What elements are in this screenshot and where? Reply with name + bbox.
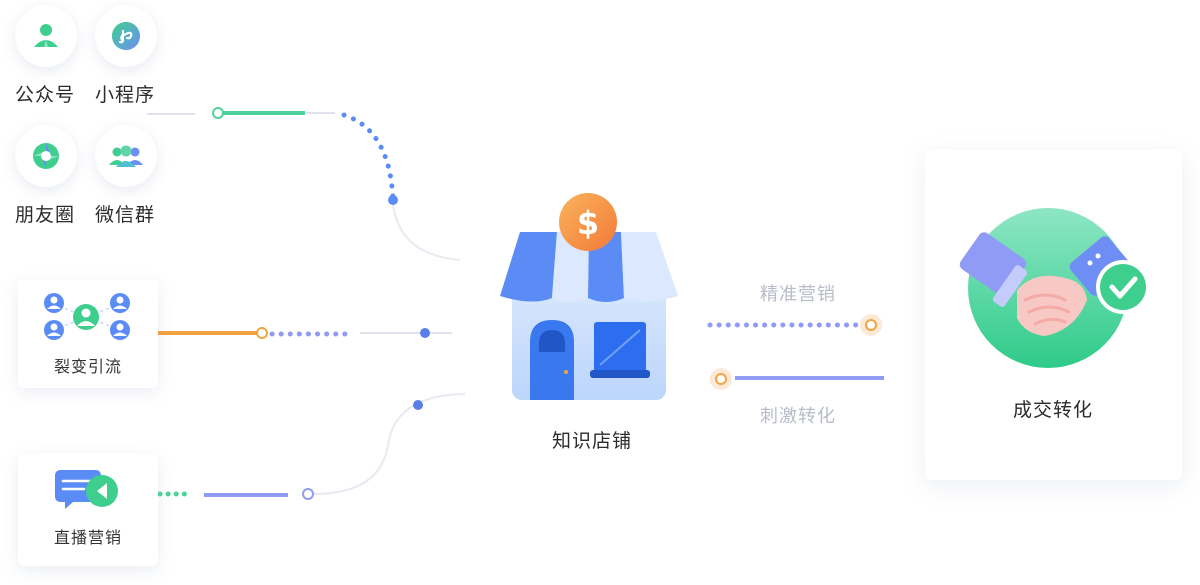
live-label: 直播营销: [53, 528, 122, 547]
connector-top-node: [212, 107, 224, 119]
store-label: 知识店铺: [551, 430, 632, 452]
mini-program-icon[interactable]: [95, 5, 157, 67]
svg-text:$: $: [577, 204, 599, 242]
live-card[interactable]: 直播营销: [18, 454, 158, 566]
connector-top-curve: [392, 204, 461, 261]
connector-bot-curve: [313, 393, 466, 495]
wechat-group-icon[interactable]: [95, 125, 157, 187]
connector-top-blue-node: [388, 195, 398, 205]
connector-bot-blue-node: [413, 400, 423, 410]
fission-label: 裂变引流: [53, 357, 122, 376]
connector-mid-blue-node: [420, 328, 430, 338]
connector-top-dots: [341, 112, 396, 203]
flow-precision-node: [865, 319, 877, 331]
connector-bot-node: [302, 488, 314, 500]
connector-mid-node: [256, 327, 268, 339]
wechat-official-label: 公众号: [14, 84, 75, 106]
live-icon: [55, 470, 118, 509]
store-awning: [500, 232, 678, 302]
result-label: 成交转化: [1012, 399, 1093, 421]
dollar-icon: $: [559, 193, 617, 251]
moments-icon[interactable]: [15, 125, 77, 187]
handshake-icon: [959, 208, 1150, 368]
fission-icon: [44, 293, 130, 340]
result-card[interactable]: 成交转化: [925, 150, 1182, 480]
wechat-official-icon[interactable]: [15, 5, 77, 67]
flow-precision-label: 精准营销: [760, 284, 836, 305]
wechat-group-label: 微信群: [94, 204, 155, 226]
moments-label: 朋友圈: [14, 204, 75, 226]
mini-program-label: 小程序: [94, 84, 155, 106]
flow-stimulate-node: [715, 373, 727, 385]
flow-stimulate-label: 刺激转化: [760, 406, 836, 427]
fission-card[interactable]: 裂变引流: [18, 280, 158, 388]
